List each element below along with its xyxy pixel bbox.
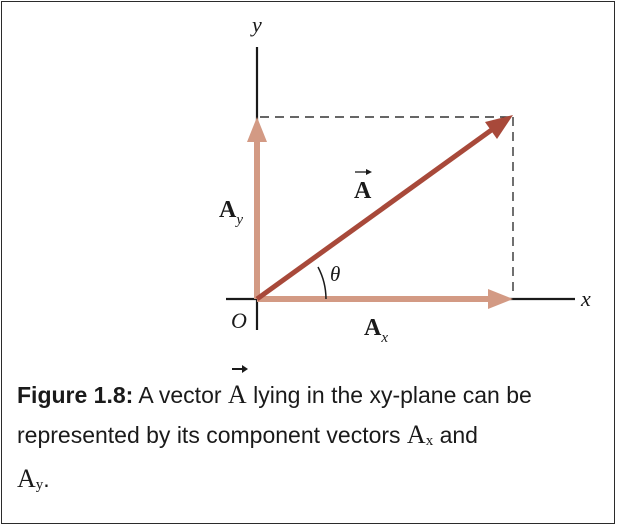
component-y-arrowhead <box>247 117 267 142</box>
angle-arc <box>317 266 327 300</box>
y-axis-label: y <box>250 12 262 37</box>
vector-a <box>255 123 499 302</box>
caption-text-4: . <box>43 466 50 492</box>
component-x-label: Ax <box>364 315 388 346</box>
x-axis-label: x <box>580 286 591 311</box>
vector-a-label: A <box>354 178 372 204</box>
vector-diagram: y x O θ A Ay Ax <box>219 12 591 346</box>
vector-a-arrowhead <box>485 115 513 139</box>
caption-text-2: lying in the xy-plane can be represented… <box>17 382 532 448</box>
caption-component-x: Ax <box>406 420 434 449</box>
figure-label: Figure 1.8: <box>17 382 134 408</box>
caption-text-3: and <box>433 422 478 448</box>
caption-component-y: Ay <box>17 464 44 493</box>
origin-label: O <box>231 308 247 333</box>
vector-label-arrowhead <box>366 169 372 175</box>
angle-label: θ <box>330 262 340 286</box>
caption-text-1: A vector <box>133 382 228 408</box>
component-y-label: Ay <box>219 197 243 228</box>
caption-vector-symbol: A <box>228 365 248 414</box>
figure-caption: Figure 1.8: A vector A lying in the xy-p… <box>17 365 607 503</box>
component-x-arrowhead <box>488 289 513 309</box>
